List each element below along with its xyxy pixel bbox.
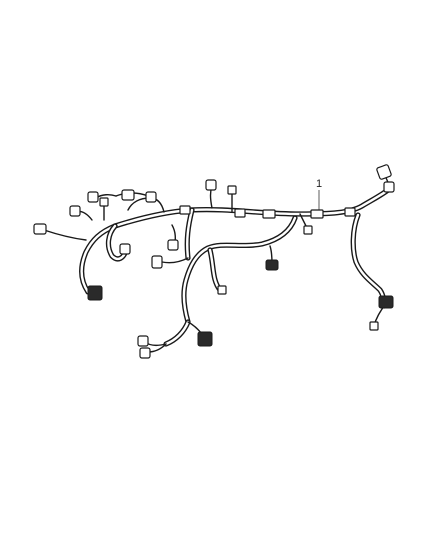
left-section [43,192,165,295]
center-branch [144,215,298,353]
end-connectors [33,164,395,359]
middle-drops [161,185,309,265]
main-trunk [112,187,391,229]
trunk-clips [179,205,356,219]
callout-number: 1 [316,178,322,190]
